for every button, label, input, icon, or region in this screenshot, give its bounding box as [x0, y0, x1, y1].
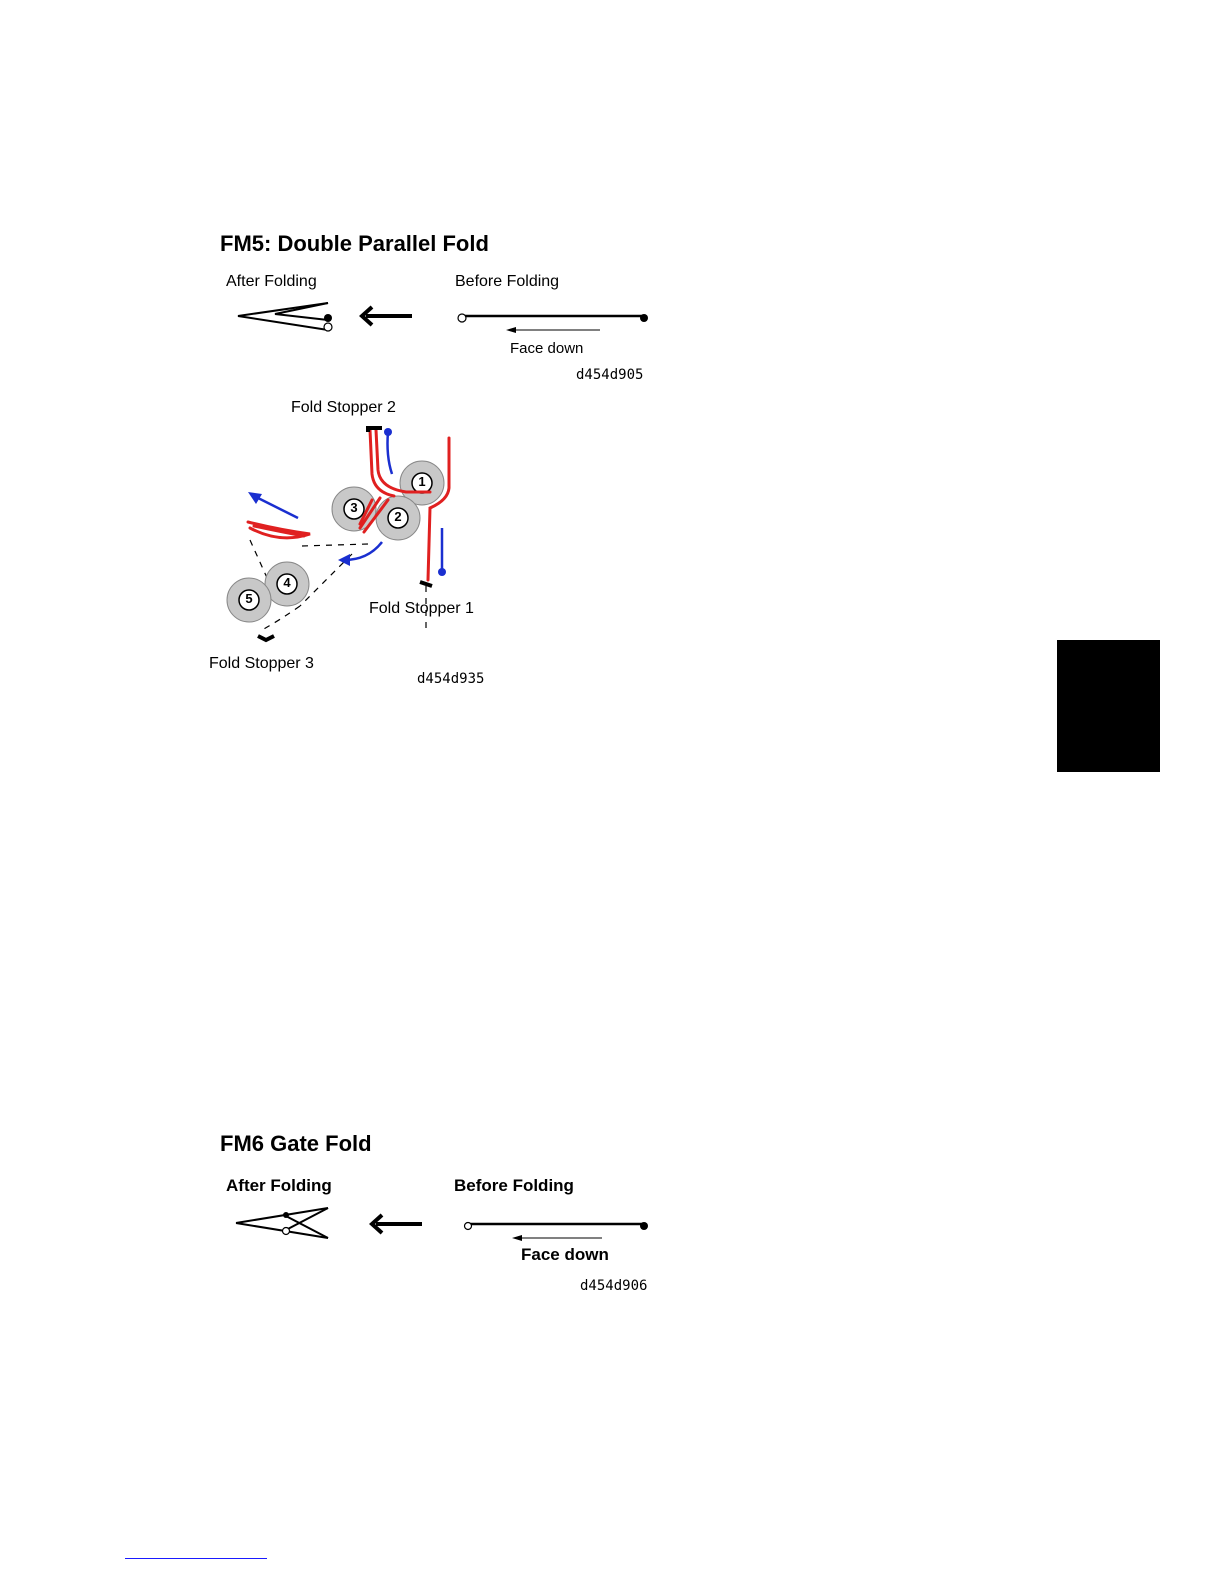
fold-stopper-3-label: Fold Stopper 3 — [209, 655, 314, 673]
fm5-before-folding-label: Before Folding — [455, 273, 559, 291]
fm5-after-fold-shape — [230, 296, 340, 336]
fm6-before-fold-sheet — [460, 1216, 654, 1246]
fm5-fold-mechanism-diagram — [220, 420, 500, 660]
fm5-figure-code-bottom: d454d935 — [417, 671, 484, 687]
chapter-side-tab — [1057, 640, 1160, 772]
fold-stopper-2-label: Fold Stopper 2 — [291, 399, 396, 417]
fm5-before-fold-sheet — [452, 308, 652, 338]
fm6-title: FM6 Gate Fold — [220, 1131, 372, 1157]
roller-1-number: 1 — [414, 474, 430, 489]
footer-rule — [125, 1558, 267, 1559]
fm5-after-folding-label: After Folding — [226, 273, 317, 291]
roller-2-number: 2 — [390, 509, 406, 524]
fm5-face-down-label: Face down — [510, 340, 583, 357]
fm5-title: FM5: Double Parallel Fold — [220, 231, 489, 257]
roller-4-number: 4 — [279, 575, 295, 590]
fm6-figure-code: d454d906 — [580, 1278, 647, 1294]
fm5-figure-code-top: d454d905 — [576, 367, 643, 383]
roller-5-number: 5 — [241, 591, 257, 606]
fm6-after-folding-label: After Folding — [226, 1176, 332, 1196]
fm5-direction-arrow-icon — [358, 304, 414, 328]
fm6-face-down-label: Face down — [521, 1245, 609, 1265]
fm6-direction-arrow-icon — [368, 1212, 424, 1236]
fold-stopper-1-icon — [420, 582, 432, 586]
fold-stopper-1-label: Fold Stopper 1 — [369, 600, 474, 618]
fm6-before-folding-label: Before Folding — [454, 1176, 574, 1196]
fold-stopper-3-icon — [258, 636, 274, 640]
fm6-after-fold-shape — [230, 1204, 340, 1244]
roller-3-number: 3 — [346, 500, 362, 515]
